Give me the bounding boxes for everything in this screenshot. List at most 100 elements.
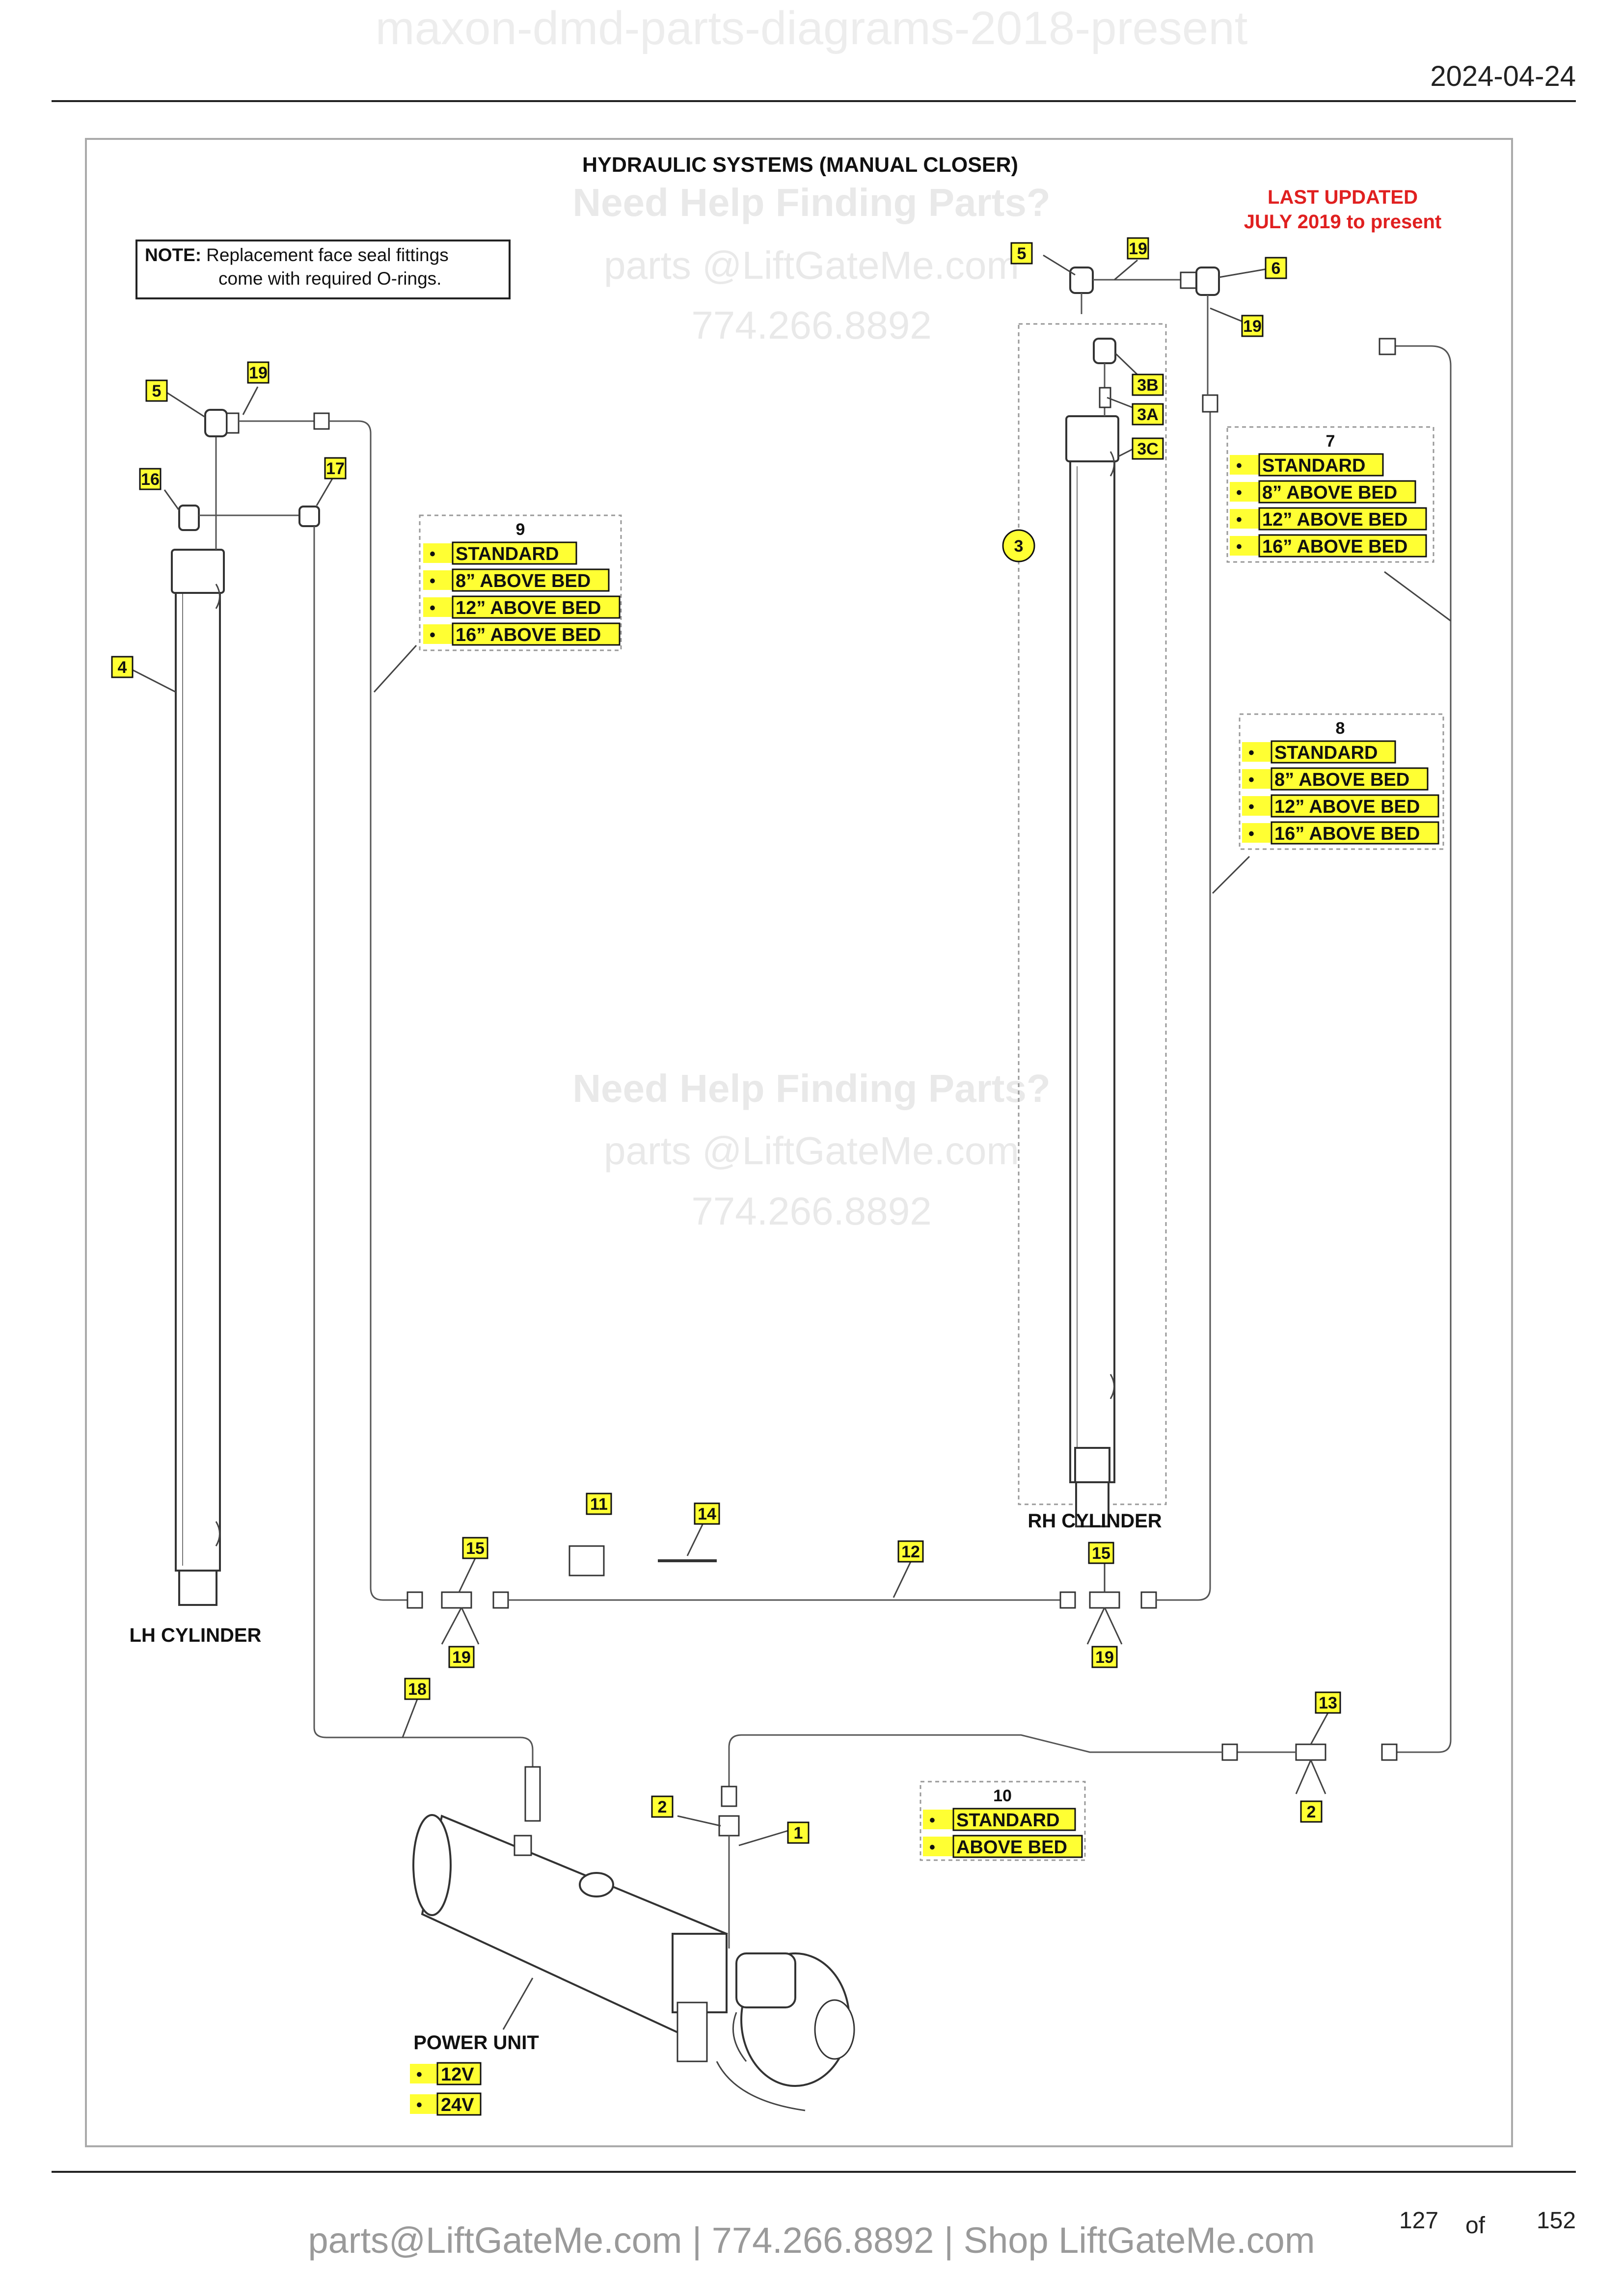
svg-text:19: 19: [1095, 1648, 1114, 1667]
callout-16: 16: [139, 468, 162, 490]
part-11-shape: [568, 1545, 605, 1576]
power-option-24v: 24V: [441, 2095, 474, 2115]
svg-text:•: •: [1248, 825, 1254, 843]
option-9-1: 8” ABOVE BED: [456, 571, 591, 591]
svg-text:3C: 3C: [1137, 440, 1158, 458]
callout-14: 14: [694, 1502, 720, 1525]
callout-12: 12: [897, 1540, 924, 1563]
rh-cylinder: [1065, 415, 1119, 1527]
last-updated-line1: LAST UPDATED: [1268, 187, 1418, 208]
svg-text:•: •: [1248, 798, 1254, 816]
option-9-2: 12” ABOVE BED: [456, 598, 601, 618]
note-line2: come with required O-rings.: [218, 268, 441, 289]
callout-15-lh: 15: [462, 1537, 488, 1559]
svg-text:•: •: [416, 2096, 422, 2114]
svg-text:19: 19: [452, 1648, 471, 1667]
option-group-7: 7 • STANDARD • 8” ABOVE BED • 12” ABOVE …: [1226, 426, 1434, 563]
watermark-help: Need Help Finding Parts?: [572, 181, 1050, 224]
power-option-12v: 12V: [441, 2064, 474, 2085]
option-7-1: 8” ABOVE BED: [1262, 482, 1397, 503]
lh-cylinder: [171, 549, 225, 1606]
watermark-help-2: Need Help Finding Parts?: [572, 1067, 1050, 1110]
callout-19-rh-bottom: 19: [1091, 1646, 1118, 1668]
svg-text:6: 6: [1271, 259, 1281, 278]
svg-text:18: 18: [408, 1680, 427, 1699]
page-of: of: [1465, 2213, 1486, 2239]
option-10-1: ABOVE BED: [956, 1837, 1067, 1858]
svg-text:•: •: [430, 599, 435, 617]
svg-text:•: •: [929, 1838, 935, 1857]
option-8-1: 8” ABOVE BED: [1274, 770, 1409, 790]
lh-plumbing: [178, 409, 541, 1822]
option-group-9: 9 • STANDARD • 8” ABOVE BED • 12” ABOVE …: [419, 514, 622, 651]
option-9-0: STANDARD: [456, 544, 559, 564]
callout-18: 18: [404, 1678, 431, 1700]
svg-text:1: 1: [794, 1824, 803, 1842]
svg-text:16: 16: [141, 470, 160, 489]
option-7-3: 16” ABOVE BED: [1262, 536, 1407, 557]
header-date: 2024-04-24: [1430, 60, 1576, 92]
svg-text:14: 14: [698, 1505, 716, 1523]
watermark-email-2: parts @LiftGateMe.com: [604, 1129, 1019, 1173]
power-unit: [412, 1814, 855, 2111]
svg-text:•: •: [416, 2065, 422, 2084]
svg-text:2: 2: [658, 1798, 667, 1816]
callout-4: 4: [111, 656, 134, 678]
callout-11: 11: [586, 1493, 612, 1515]
option-group-10-number: 10: [993, 1787, 1012, 1805]
power-options: • 12V • 24V: [410, 2062, 482, 2116]
callout-19-rh-top: 19: [1127, 237, 1149, 260]
header-watermark: maxon-dmd-parts-diagrams-2018-present: [376, 2, 1248, 54]
watermark-phone-2: 774.266.8892: [691, 1189, 931, 1233]
lh-cylinder-label: LH CYLINDER: [130, 1625, 262, 1646]
callout-2-right: 2: [1300, 1800, 1323, 1823]
option-10-0: STANDARD: [956, 1810, 1059, 1831]
power-unit-label: POWER UNIT: [413, 2032, 539, 2054]
svg-text:•: •: [1248, 744, 1254, 762]
callout-6: 6: [1265, 257, 1287, 279]
svg-text:•: •: [1248, 771, 1254, 789]
svg-text:19: 19: [249, 364, 268, 382]
diagram-title: HYDRAULIC SYSTEMS (MANUAL CLOSER): [582, 153, 1018, 177]
svg-text:•: •: [430, 626, 435, 644]
watermark-email: parts @LiftGateMe.com: [604, 243, 1019, 287]
callout-19-lh-bottom: 19: [448, 1646, 475, 1668]
svg-text:17: 17: [326, 459, 345, 478]
option-group-9-number: 9: [516, 520, 525, 539]
last-updated-line2: JULY 2019 to present: [1244, 211, 1441, 233]
option-7-0: STANDARD: [1262, 455, 1365, 476]
page-number: 127: [1399, 2208, 1438, 2234]
svg-text:15: 15: [1092, 1544, 1110, 1563]
svg-text:11: 11: [590, 1495, 608, 1514]
option-group-10: 10 • STANDARD • ABOVE BED: [920, 1781, 1086, 1861]
callout-3B: 3B: [1132, 374, 1164, 396]
watermark-phone: 774.266.8892: [691, 303, 931, 347]
callout-3C: 3C: [1132, 437, 1164, 460]
callout-2-left: 2: [651, 1795, 674, 1818]
callout-5-rh: 5: [1010, 242, 1033, 265]
svg-text:•: •: [1236, 483, 1242, 502]
diagram-frame: [85, 138, 1513, 2147]
svg-text:•: •: [430, 572, 435, 590]
option-8-2: 12” ABOVE BED: [1274, 797, 1420, 817]
svg-text:4: 4: [118, 658, 127, 677]
callout-13: 13: [1315, 1691, 1341, 1714]
svg-text:•: •: [1236, 456, 1242, 475]
svg-text:19: 19: [1129, 240, 1147, 258]
svg-text:•: •: [430, 545, 435, 563]
callout-19-lh-top: 19: [247, 361, 270, 384]
page-total: 152: [1537, 2208, 1576, 2234]
option-8-0: STANDARD: [1274, 743, 1378, 763]
rh-cylinder-label: RH CYLINDER: [1028, 1510, 1162, 1532]
note-label: NOTE:: [145, 245, 201, 265]
callout-3: 3: [1002, 529, 1035, 562]
callout-19-rh-right: 19: [1241, 315, 1264, 337]
svg-text:13: 13: [1319, 1694, 1337, 1712]
option-9-3: 16” ABOVE BED: [456, 625, 601, 645]
option-group-8-number: 8: [1336, 719, 1345, 738]
svg-text:•: •: [1236, 537, 1242, 556]
option-group-8: 8 • STANDARD • 8” ABOVE BED • 12” ABOVE …: [1239, 713, 1444, 850]
svg-text:5: 5: [152, 382, 162, 400]
